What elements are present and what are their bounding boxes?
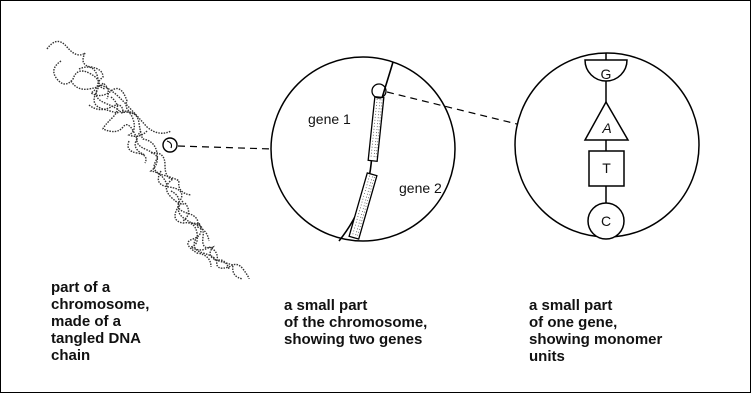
caption-line: tangled DNA <box>51 330 149 347</box>
caption-line: of one gene, <box>529 314 662 331</box>
monomer-c-label: C <box>601 213 611 229</box>
caption-line: showing two genes <box>284 331 427 348</box>
caption-line: a small part <box>529 297 662 314</box>
selected-region-marker <box>163 138 177 152</box>
gene-2-label: gene 2 <box>399 180 442 196</box>
chromosome-part-caption: a small part of the chromosome, showing … <box>284 297 427 348</box>
caption-line: chain <box>51 347 149 364</box>
gene-1-label: gene 1 <box>308 111 351 127</box>
gene-part-caption: a small part of one gene, showing monome… <box>529 297 662 365</box>
caption-line: showing monomer <box>529 331 662 348</box>
tangled-dna-chromosome <box>47 41 249 279</box>
caption-line: made of a <box>51 313 149 330</box>
zoom-connector-1 <box>178 146 272 149</box>
caption-line: part of a <box>51 279 149 296</box>
caption-line: a small part <box>284 297 427 314</box>
monomer-a-label: A <box>601 120 611 136</box>
monomer-g-label: G <box>601 66 612 82</box>
caption-line: chromosome, <box>51 296 149 313</box>
monomer-t-label: T <box>602 160 611 176</box>
caption-line: units <box>529 348 662 365</box>
caption-line: of the chromosome, <box>284 314 427 331</box>
chromosome-caption: part of a chromosome, made of a tangled … <box>51 279 149 364</box>
